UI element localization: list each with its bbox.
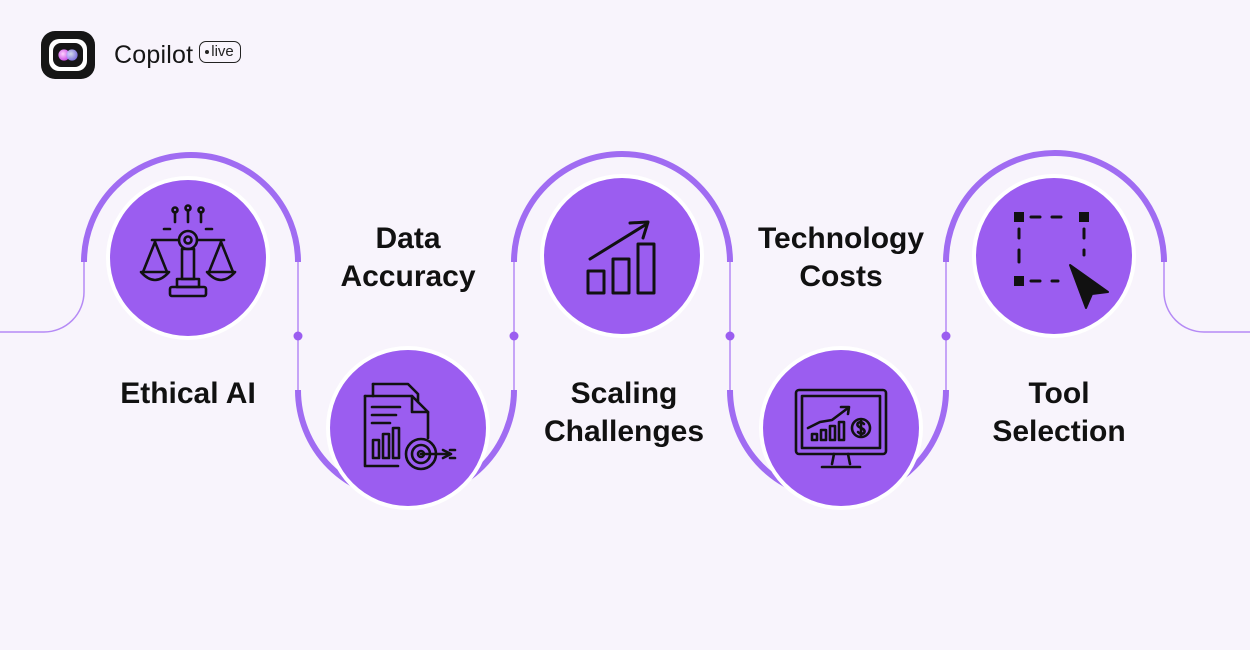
arc-scaling-challenges (511, 151, 733, 263)
label-line: Costs (799, 260, 883, 293)
label-line: Data (375, 222, 441, 255)
junction-dot (941, 331, 951, 341)
growth-bar-chart-icon (586, 220, 656, 295)
monitor-cost-chart-icon (794, 388, 888, 469)
label-line: Selection (992, 415, 1126, 448)
arc-ethical-ai (81, 152, 301, 263)
track-lines (0, 260, 1250, 392)
arc-tool-selection (943, 150, 1167, 263)
step-label-ethical-ai: Ethical AI (88, 375, 288, 413)
label-line: Technology (757, 222, 925, 255)
brand-badge: live (199, 41, 241, 63)
step-label-technology-costs: Technology Costs (731, 220, 951, 296)
label-line: Tool (1028, 377, 1090, 410)
brand-badge-label: live (211, 43, 234, 60)
brand: Copilot live (41, 31, 241, 79)
end-connector (1163, 260, 1250, 333)
copilot-logo-icon (41, 31, 95, 79)
brand-name: Copilot (114, 40, 194, 69)
label-line: Accuracy (340, 260, 476, 293)
step-label-data-accuracy: Data Accuracy (308, 220, 508, 296)
label-line: Scaling (570, 377, 678, 410)
label-line: Challenges (543, 415, 705, 448)
document-chart-target-icon (363, 382, 457, 471)
badge-dot (205, 50, 210, 54)
label-line: Ethical AI (120, 377, 256, 410)
selection-cursor-icon (1014, 212, 1109, 309)
scales-of-justice-ai-icon (139, 204, 237, 298)
junction-dot (509, 331, 519, 341)
start-connector (0, 260, 85, 333)
step-label-scaling-challenges: Scaling Challenges (514, 375, 734, 451)
junction-dot (293, 331, 303, 341)
step-label-tool-selection: Tool Selection (959, 375, 1159, 451)
junction-dots (293, 331, 951, 341)
junction-dot (725, 331, 735, 341)
icon-circles (106, 174, 1136, 510)
